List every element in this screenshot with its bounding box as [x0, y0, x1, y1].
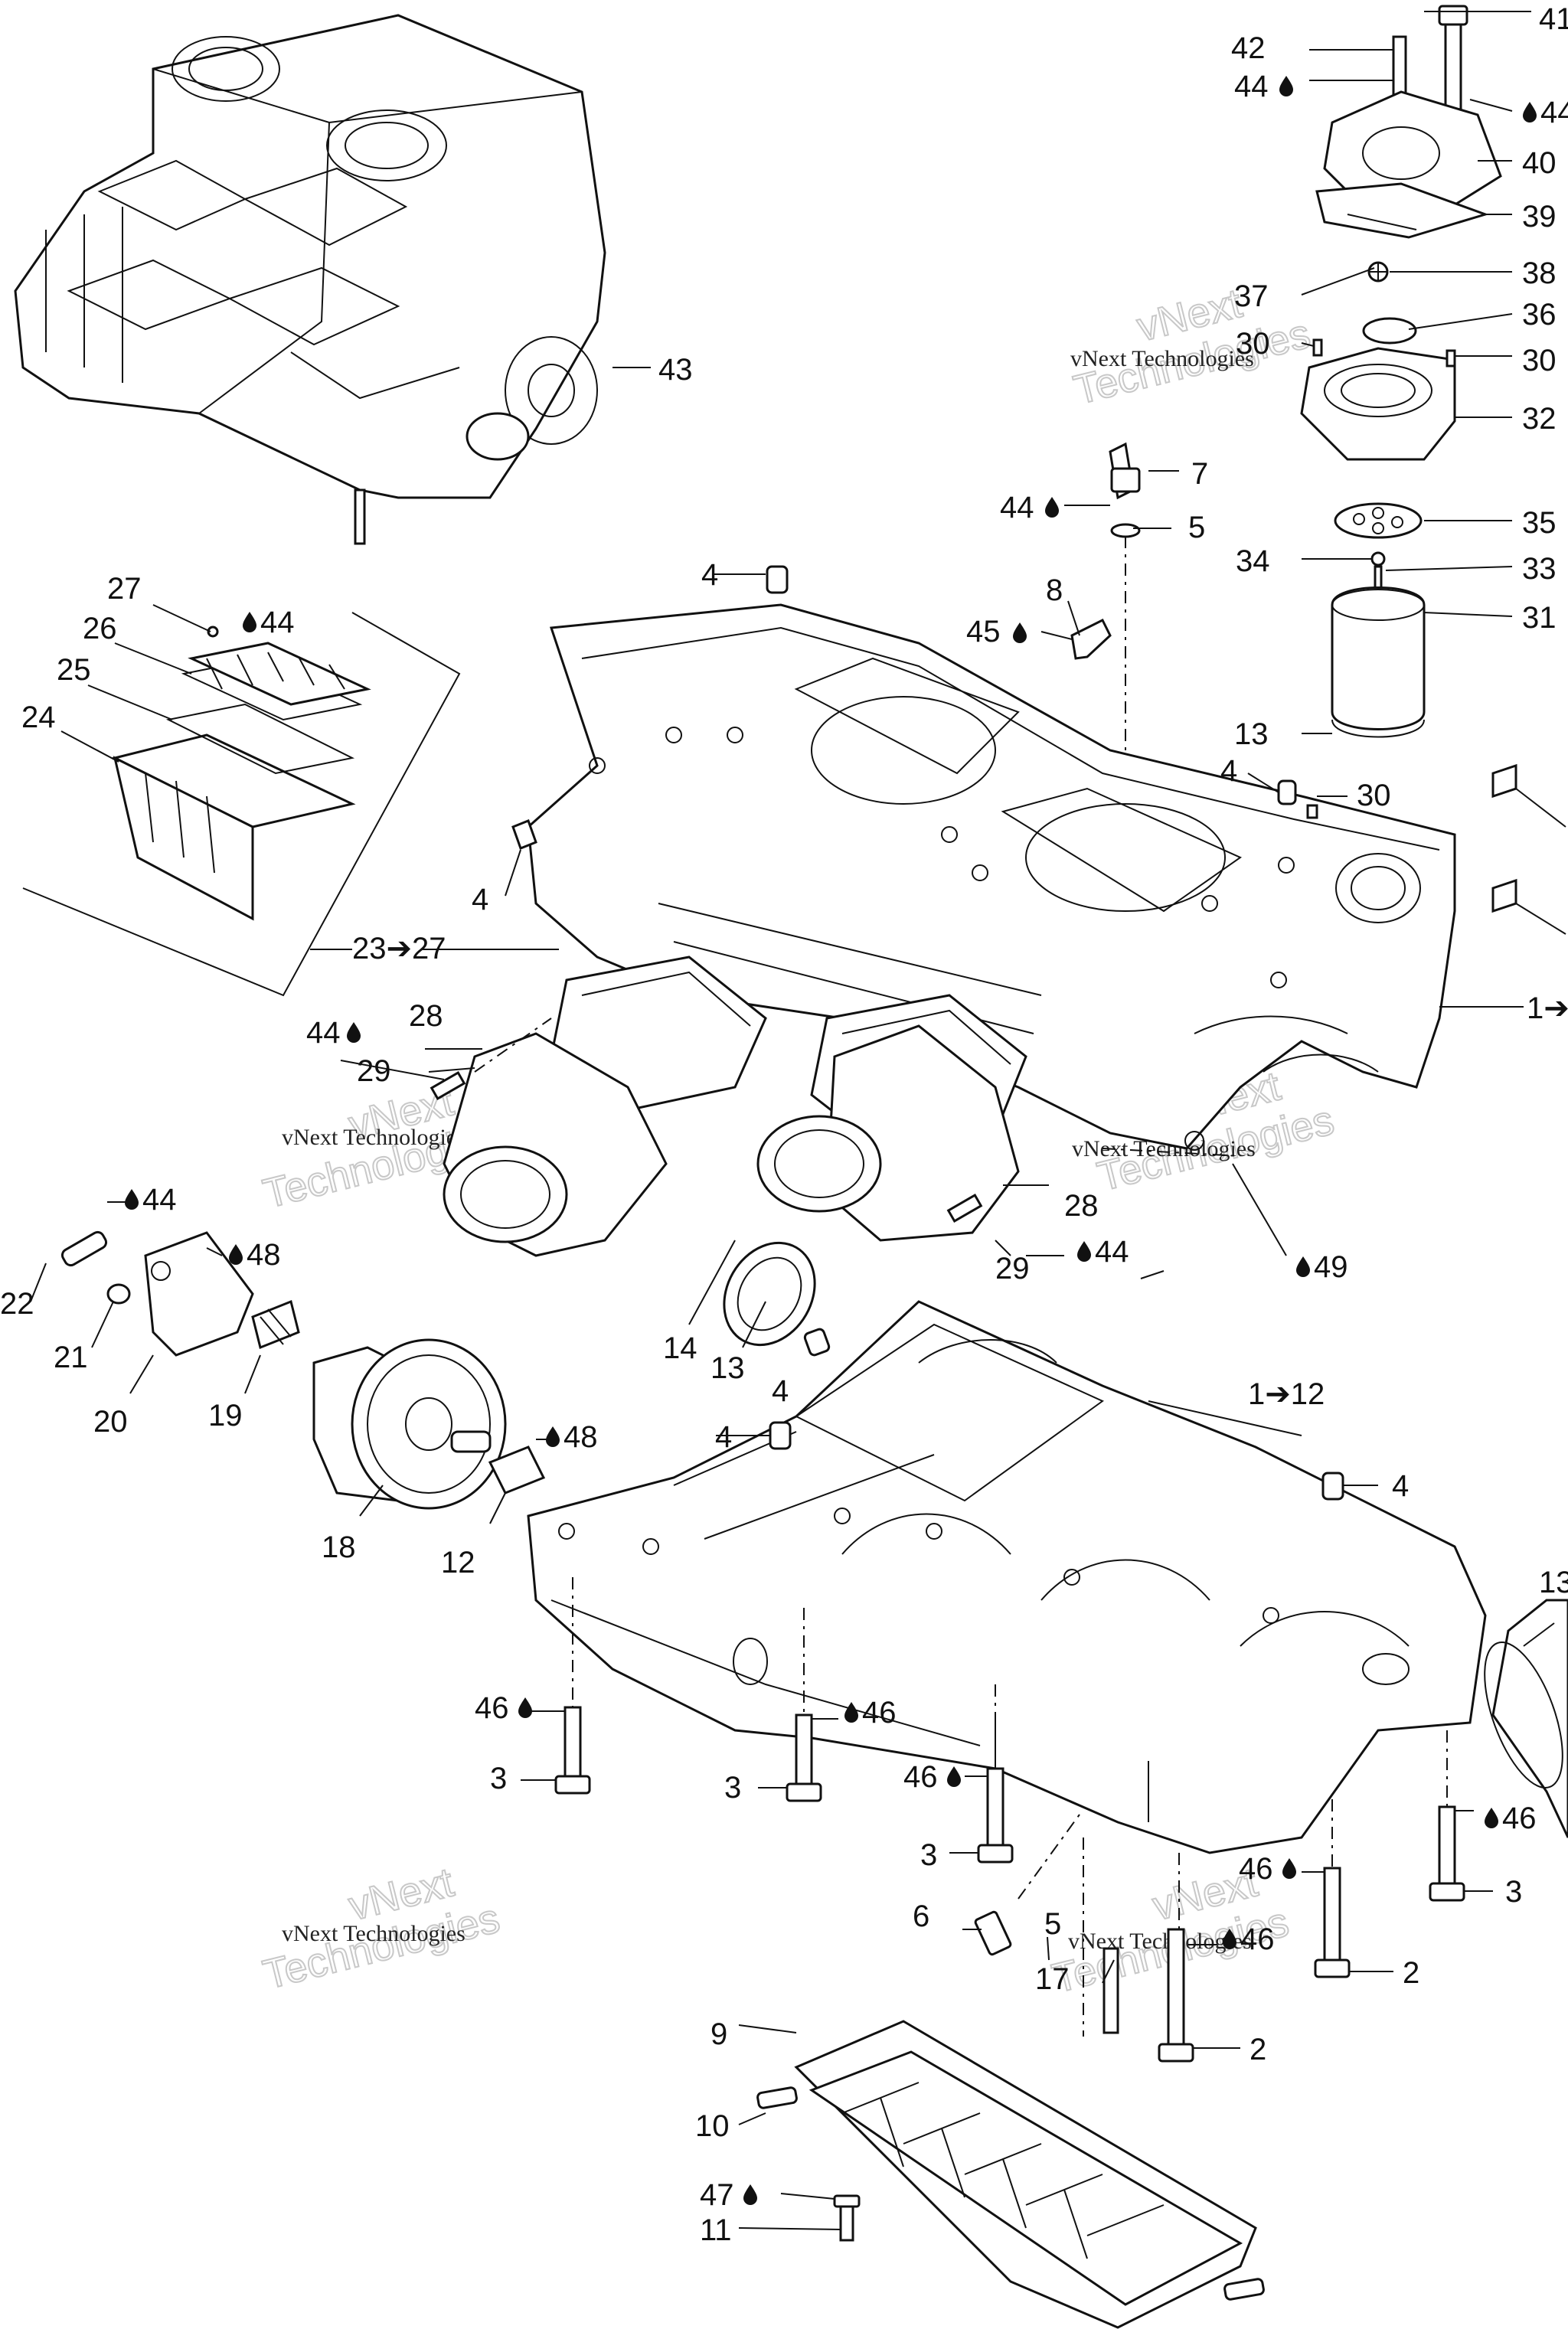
callout-2: 2 [1403, 1956, 1419, 1990]
callout-40: 40 [1522, 146, 1557, 180]
callout-22: 22 [0, 1287, 34, 1321]
callout-3: 3 [724, 1771, 741, 1805]
callout-28: 28 [409, 999, 443, 1033]
callout-42: 42 [1231, 31, 1266, 65]
callout-4: 4 [1392, 1469, 1409, 1503]
callout-21: 21 [54, 1341, 88, 1374]
callout-4: 4 [1220, 754, 1237, 788]
callout-23-to-27: 23➔27 [352, 932, 446, 965]
callout-29: 29 [357, 1054, 391, 1088]
callout-49: 49 [1314, 1250, 1348, 1284]
callout-19: 19 [208, 1399, 243, 1432]
callout-45: 45 [966, 615, 1001, 648]
callout-43: 43 [658, 353, 693, 387]
callout-5: 5 [1188, 511, 1205, 544]
callout-30: 30 [1357, 779, 1391, 812]
callout-labels: 41 42 44 44 40 39 38 37 36 30 30 32 43 7… [0, 2, 1568, 2247]
callout-48: 48 [564, 1420, 598, 1454]
callout-24: 24 [21, 701, 56, 734]
callout-17: 17 [1035, 1962, 1070, 1996]
callout-10: 10 [695, 2109, 730, 2143]
callout-20: 20 [93, 1405, 128, 1439]
callout-4: 4 [701, 558, 718, 592]
callout-14: 14 [663, 1331, 697, 1365]
callout-46: 46 [862, 1696, 897, 1730]
callout-11: 11 [700, 2213, 732, 2247]
callout-4: 4 [472, 883, 488, 916]
callout-36: 36 [1522, 298, 1557, 332]
callout-29: 29 [995, 1252, 1030, 1285]
callout-30: 30 [1522, 344, 1557, 377]
callout-6: 6 [913, 1900, 929, 1933]
callout-13: 13 [710, 1351, 745, 1385]
callout-12: 12 [441, 1546, 475, 1579]
callout-4: 4 [715, 1420, 732, 1454]
callout-46: 46 [903, 1760, 938, 1794]
callout-31: 31 [1522, 601, 1557, 635]
callout-44: 44 [306, 1016, 341, 1050]
callout-41: 41 [1539, 2, 1568, 36]
callout-3: 3 [490, 1762, 507, 1795]
upper-crankcase-drawing [421, 565, 1566, 1151]
callout-18: 18 [322, 1530, 356, 1564]
callout-37: 37 [1234, 279, 1269, 313]
callout-3: 3 [920, 1838, 937, 1872]
callout-5: 5 [1044, 1907, 1061, 1941]
callout-39: 39 [1522, 200, 1557, 234]
callout-35: 35 [1522, 506, 1557, 540]
callout-28: 28 [1064, 1189, 1099, 1223]
callout-44: 44 [1095, 1235, 1129, 1269]
callout-13: 13 [1234, 717, 1269, 751]
callout-44: 44 [260, 606, 295, 639]
starter-drive-drawing [30, 1201, 551, 1524]
callout-30: 30 [1236, 327, 1270, 361]
engine-assembly-drawing [14, 14, 651, 545]
callout-1: 1➔ [1527, 991, 1568, 1025]
intake-manifolds-drawing [340, 956, 1287, 1348]
callout-32: 32 [1522, 402, 1557, 436]
callout-25: 25 [57, 653, 91, 687]
callout-26: 26 [83, 612, 117, 645]
watermark-text: vNext Technologies [282, 1921, 466, 1946]
callout-38: 38 [1522, 256, 1557, 290]
callout-46: 46 [1240, 1922, 1275, 1956]
callout-34: 34 [1236, 544, 1270, 578]
callout-44: 44 [1234, 70, 1269, 103]
watermark-text: vNext Technologies [1068, 1929, 1252, 1954]
callout-4: 4 [772, 1374, 789, 1408]
callout-1-to-12: 1➔12 [1248, 1377, 1325, 1411]
watermark-text: vNext Technologies [282, 1125, 466, 1150]
callout-44: 44 [1000, 491, 1034, 524]
callout-9: 9 [710, 2017, 727, 2051]
callout-46: 46 [475, 1691, 509, 1725]
callout-3: 3 [1505, 1875, 1522, 1909]
callout-13: 13 [1539, 1566, 1568, 1599]
callout-46: 46 [1239, 1852, 1273, 1886]
callout-46: 46 [1502, 1802, 1537, 1835]
rotary-valve-stack [1064, 5, 1531, 995]
callout-44: 44 [142, 1183, 177, 1217]
callout-33: 33 [1522, 552, 1557, 586]
callout-8: 8 [1046, 573, 1063, 607]
callout-44: 44 [1540, 96, 1568, 129]
callout-48: 48 [247, 1238, 281, 1272]
callout-27: 27 [107, 572, 142, 606]
oil-pan-drawing [738, 2020, 1265, 2329]
callout-7: 7 [1191, 457, 1208, 491]
callout-2: 2 [1250, 2033, 1266, 2066]
watermark-text: vNext Technologies [1070, 346, 1254, 371]
callout-47: 47 [700, 2178, 734, 2212]
reed-valve-inset [22, 604, 461, 997]
crankcase-bolts [521, 1577, 1493, 2063]
